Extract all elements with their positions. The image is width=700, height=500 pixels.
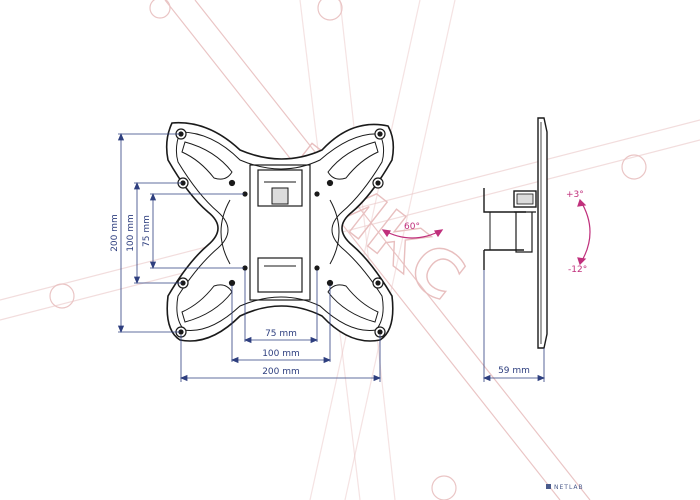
- wall-bracket-upper: [483, 188, 526, 213]
- label-200mm-horizontal: 200 mm: [262, 367, 300, 377]
- lower-bracket: [257, 257, 303, 293]
- label-75mm-vertical: 75 mm: [142, 215, 152, 247]
- central-column: [249, 164, 311, 301]
- swivel-angle-indicator: [381, 229, 444, 239]
- arm-slot-bottom-right: [327, 284, 379, 323]
- netlab-logo: NETLAB: [546, 484, 584, 491]
- wall-bracket-lower: [483, 249, 524, 270]
- tilt-angle-indicator: [577, 198, 591, 266]
- arm-slot-bottom-left: [181, 284, 233, 323]
- label-100mm-horizontal: 100 mm: [262, 349, 300, 359]
- swivel-cutout-right: [329, 199, 340, 265]
- label-depth: 59 mm: [498, 366, 530, 376]
- netlab-logo-mark: [546, 484, 551, 489]
- label-100mm-vertical: 100 mm: [126, 214, 136, 252]
- arm-slot-top-left: [181, 141, 233, 180]
- netlab-logo-text: NETLAB: [554, 484, 584, 491]
- tilt-down-label: -12°: [568, 265, 587, 275]
- label-200mm-vertical: 200 mm: [110, 214, 120, 252]
- locking-knob: [271, 187, 289, 205]
- side-view: [483, 117, 548, 349]
- side-plate: [537, 117, 548, 349]
- front-dimensions: [117, 132, 382, 382]
- tilt-up-label: +3°: [566, 190, 584, 200]
- swivel-cutout-left: [220, 199, 231, 265]
- vesa-plate-front-view: [165, 121, 395, 342]
- arm-slot-top-right: [327, 141, 379, 180]
- label-75mm-horizontal: 75 mm: [265, 329, 297, 339]
- depth-dimension: [482, 270, 546, 382]
- swivel-angle-label: 60°: [404, 222, 420, 232]
